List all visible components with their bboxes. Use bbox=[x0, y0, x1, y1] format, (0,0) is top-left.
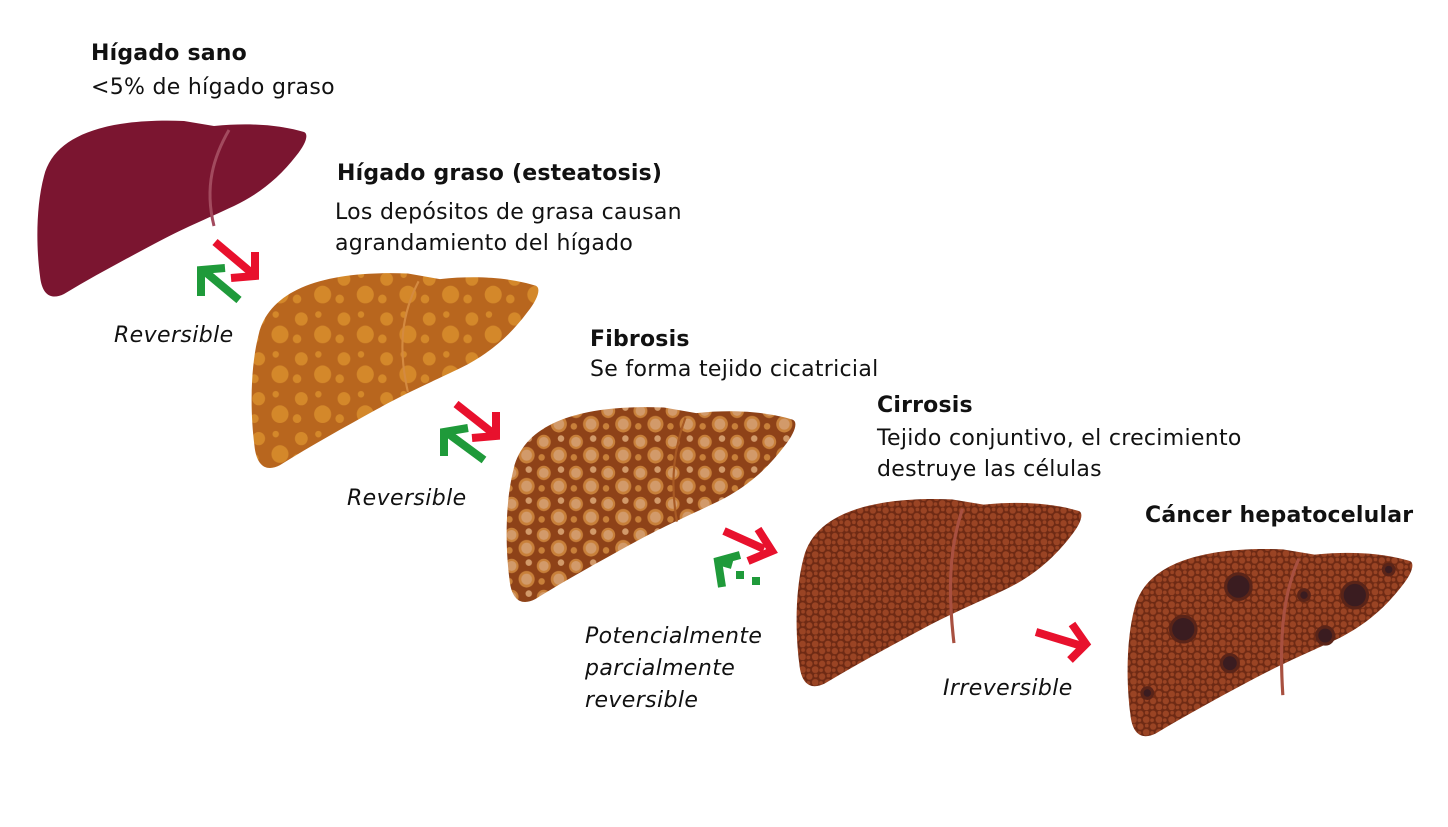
transition-label-3-line2: parcialmente bbox=[585, 656, 736, 681]
stage-title-healthy: Hígado sano bbox=[91, 41, 247, 66]
liver-fibrosis-icon bbox=[506, 407, 796, 602]
stage-desc-fibrosis: Se forma tejido cicatricial bbox=[590, 357, 879, 382]
stage-title-cancer: Cáncer hepatocelular bbox=[1145, 503, 1414, 528]
liver-fatty-icon bbox=[251, 273, 539, 468]
transition-label-4: Irreversible bbox=[943, 676, 1073, 701]
stage-title-cirrhosis: Cirrosis bbox=[877, 393, 973, 418]
arrow-pair-reversible-2-icon bbox=[440, 400, 500, 464]
stage-title-fibrosis: Fibrosis bbox=[590, 327, 690, 352]
arrow-pair-reversible-1-icon bbox=[197, 238, 259, 304]
arrow-irreversible-icon bbox=[1034, 621, 1092, 663]
transition-label-3-line1: Potencialmente bbox=[585, 624, 763, 649]
stage-desc-fatty-2: agrandamiento del hígado bbox=[335, 231, 634, 256]
transition-label-1: Reversible bbox=[114, 323, 234, 348]
stage-desc-fatty-1: Los depósitos de grasa causan bbox=[335, 200, 682, 225]
stage-desc-healthy: <5% de hígado graso bbox=[91, 75, 335, 100]
transition-label-3-line3: reversible bbox=[585, 688, 699, 713]
stage-desc-cirrhosis-1: Tejido conjuntivo, el crecimiento bbox=[877, 426, 1242, 451]
dot-icon bbox=[736, 571, 744, 579]
transition-label-2: Reversible bbox=[347, 486, 467, 511]
stage-title-fatty: Hígado graso (esteatosis) bbox=[337, 161, 663, 186]
liver-cirrhosis-icon bbox=[796, 498, 1082, 687]
arrow-pair-partial-3-icon bbox=[713, 526, 778, 588]
stage-desc-cirrhosis-2: destruye las células bbox=[877, 457, 1102, 482]
liver-cancer-icon bbox=[1127, 548, 1413, 737]
liver-healthy-icon bbox=[37, 120, 307, 297]
